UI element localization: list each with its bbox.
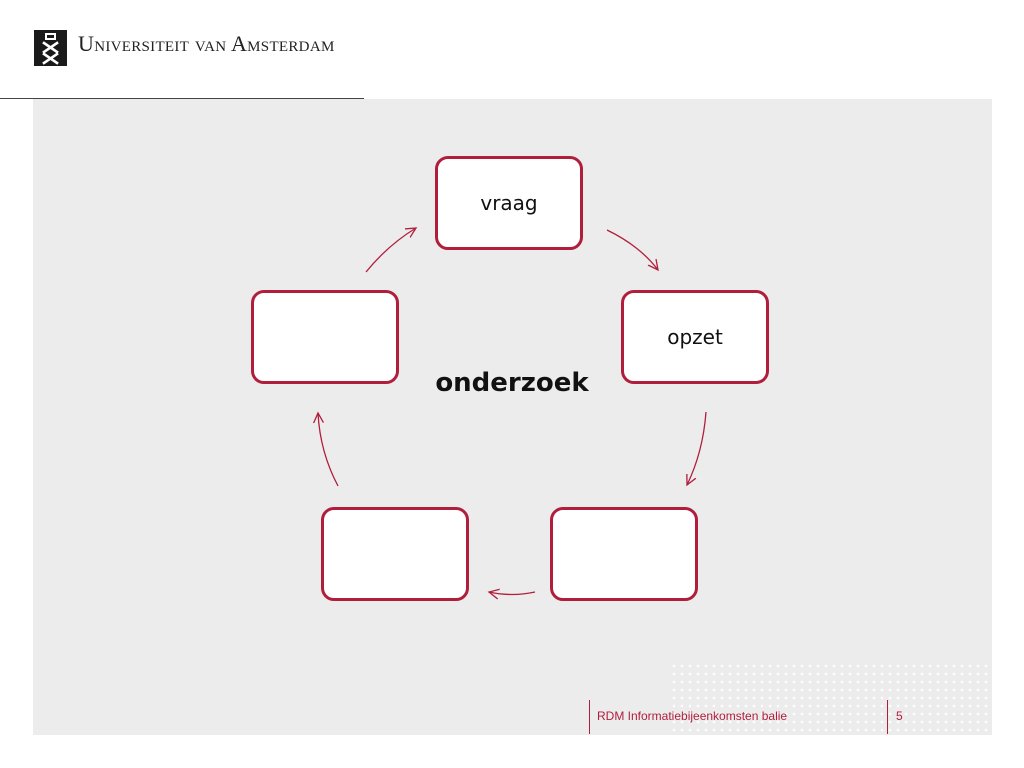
university-name: Universiteit van Amsterdam [78, 31, 335, 56]
header-divider [0, 98, 364, 99]
node-opzet-label: opzet [667, 325, 723, 349]
node-opzet: opzet [621, 290, 769, 384]
uva-crest-icon [34, 30, 67, 66]
node-vraag-label: vraag [480, 191, 538, 215]
node-step-4 [321, 507, 469, 601]
arrow-step-5-to-vraag [365, 228, 416, 273]
node-vraag: vraag [435, 156, 583, 250]
arrow-step-4-to-step-5 [318, 413, 339, 487]
footer-divider-right [887, 700, 888, 734]
arrow-vraag-to-opzet [606, 229, 658, 270]
page-number: 5 [896, 709, 903, 723]
node-step-3 [550, 507, 698, 601]
footer-title: RDM Informatiebijeenkomsten balie [597, 709, 788, 723]
node-step-5 [251, 290, 399, 384]
arrow-opzet-to-step-3 [687, 411, 707, 485]
arrow-step-3-to-step-4 [489, 592, 536, 595]
center-label: onderzoek [435, 368, 589, 398]
footer-divider-left [589, 700, 590, 734]
